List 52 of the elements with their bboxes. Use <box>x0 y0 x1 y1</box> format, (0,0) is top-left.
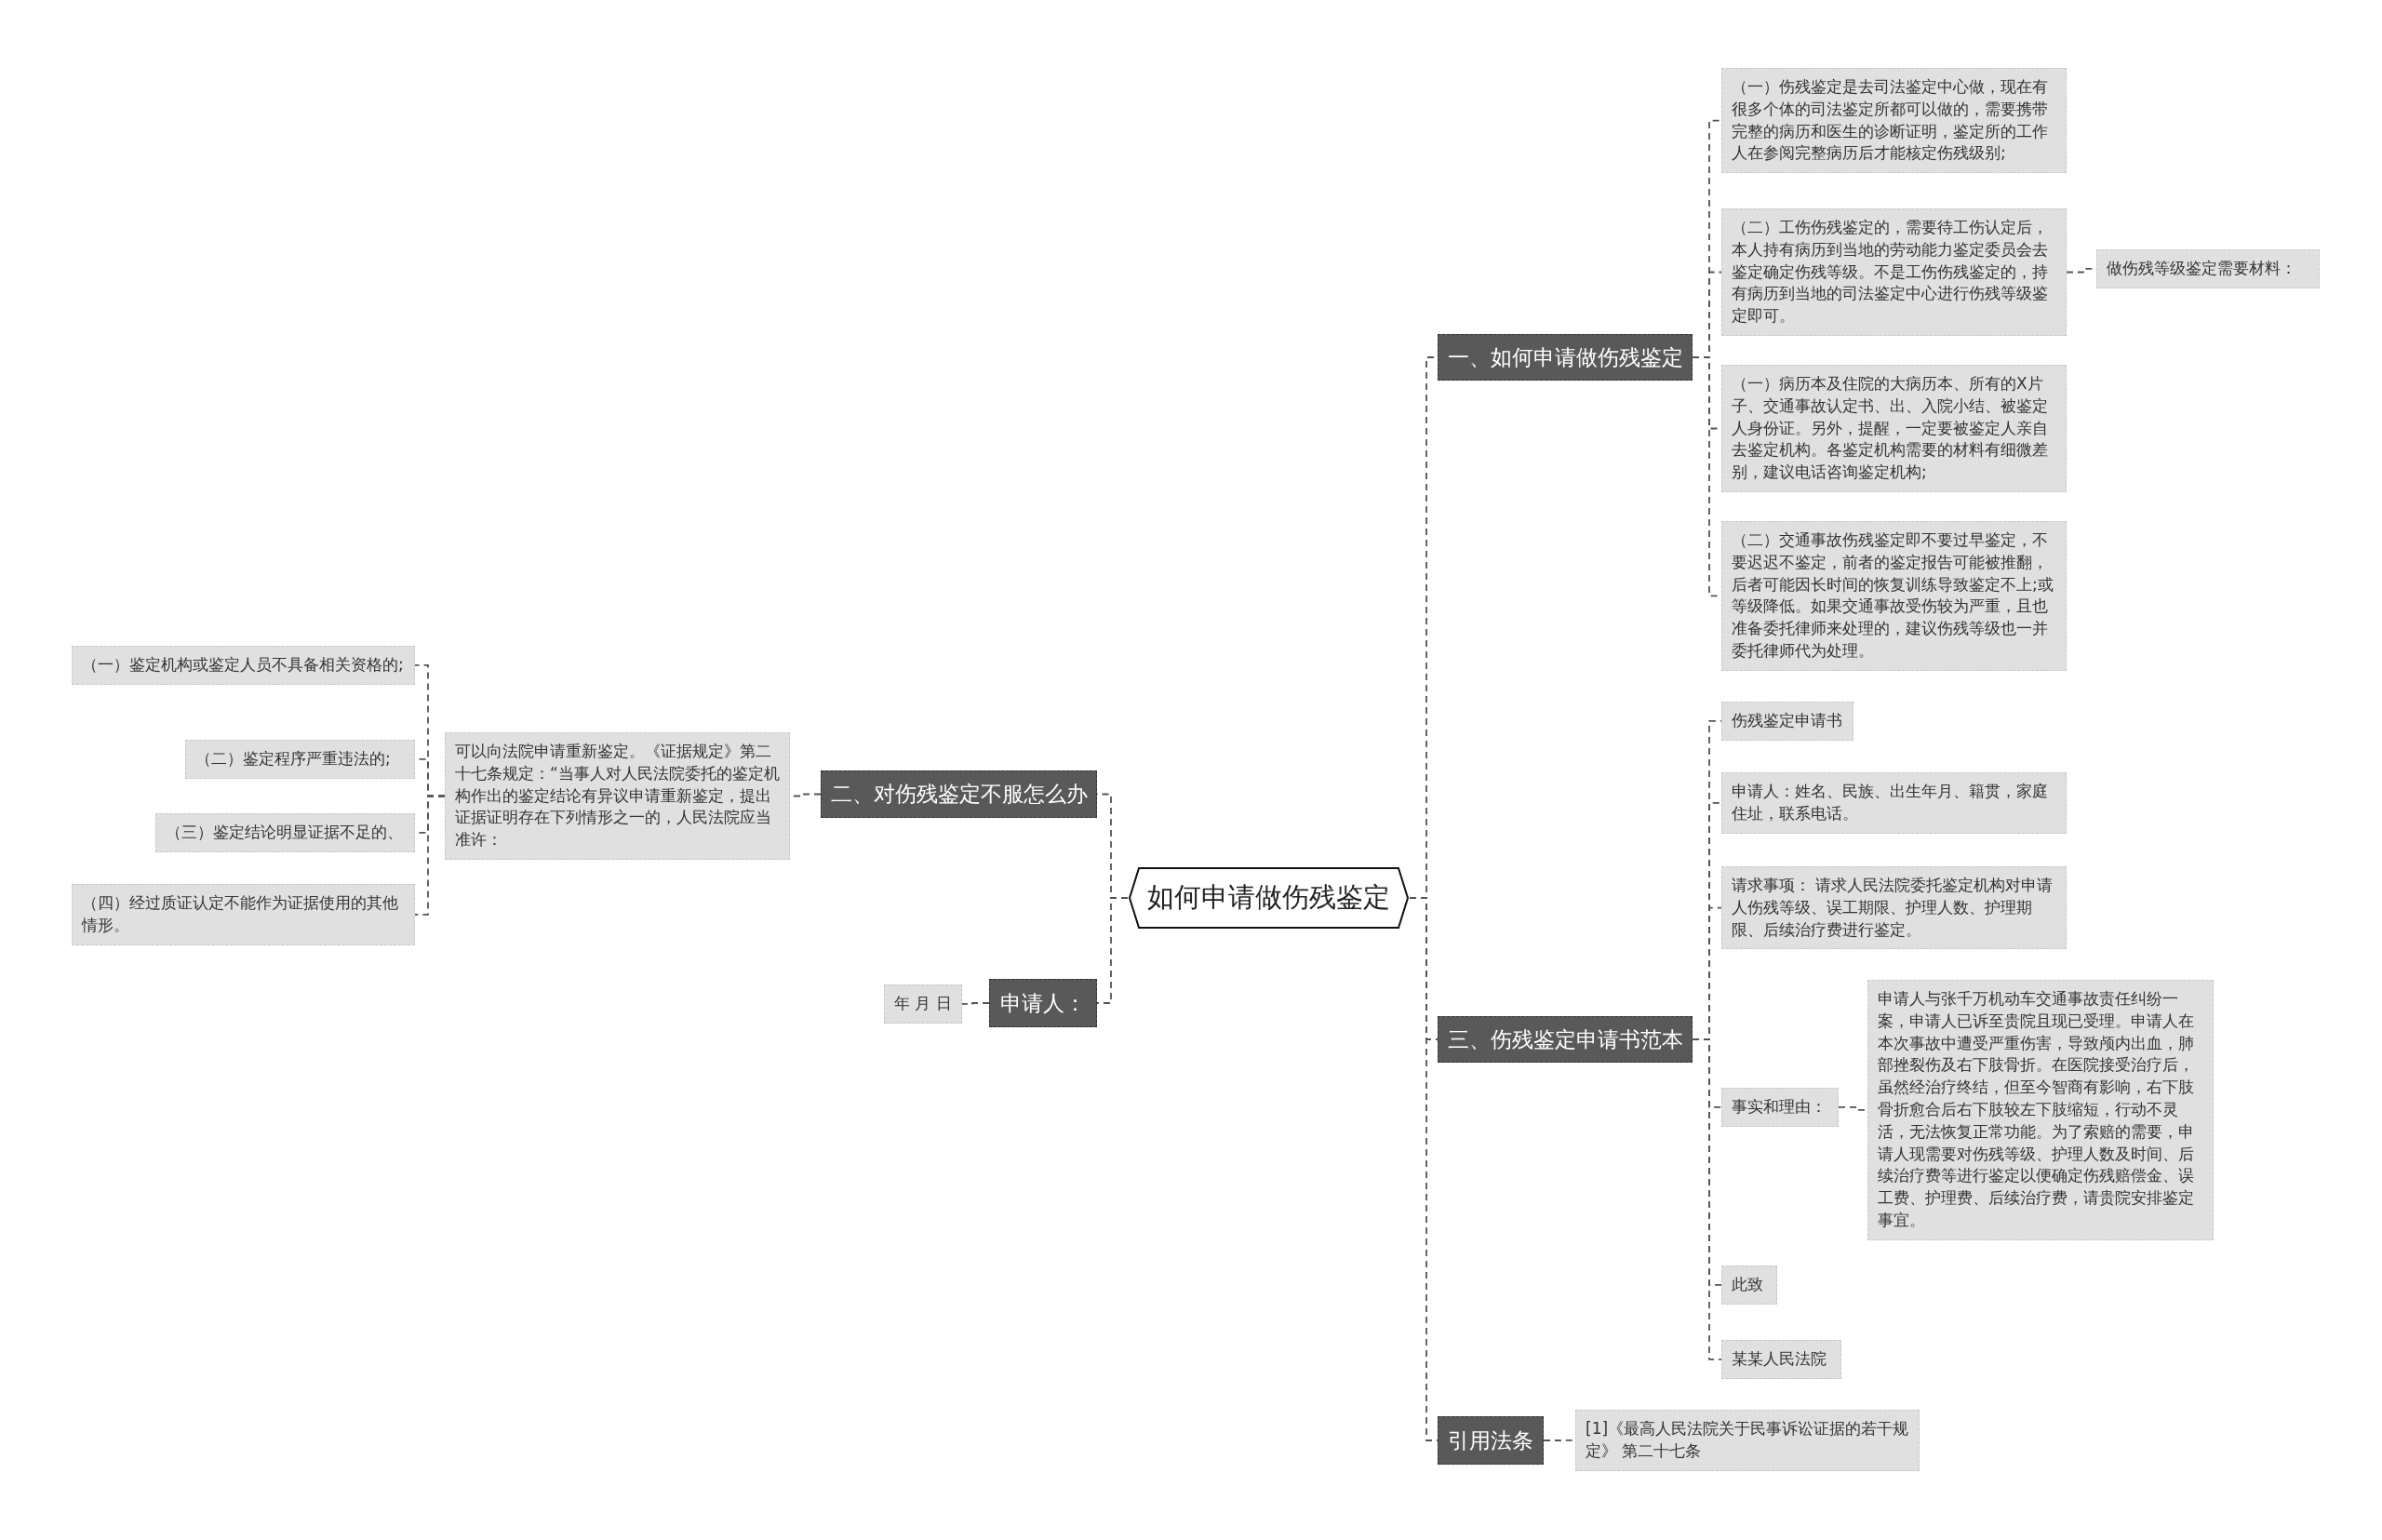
topic-text: 申请人：姓名、民族、出生年月、籍贯，家庭住址，联系电话。 <box>1732 781 2049 824</box>
topic-text: （一）伤残鉴定是去司法鉴定中心做，现在有很多个体的司法鉴定所都可以做的，需要携带完整的病历和医生的诊断证明，鉴定所的工作人在参阅完整病历后才能核定伤残级别; <box>1732 76 2049 165</box>
topic-text: 做伤残等级鉴定需要材料： <box>2107 258 2297 279</box>
topic-text: 伤残鉴定申请书 <box>1732 710 1843 731</box>
topic-text: 请求事项： 请求人民法院委托鉴定机构对申请人伤残等级、误工期限、护理人数、护理期限、后续治疗费进行鉴定。 <box>1732 875 2054 941</box>
topic-text: 申请人： <box>1000 989 1086 1017</box>
topic-card <box>1721 702 1853 741</box>
topic-card <box>72 646 415 685</box>
topic-text: （二）工伤伤残鉴定的，需要待工伤认定后，本人持有病历到当地的劳动能力鉴定委员会去鉴定确定伤残等级。不是工伤伤残鉴定的，持有病历到当地的司法鉴定中心进行伤残等级鉴定即可。 <box>1732 217 2049 328</box>
topic-text: 年 月 日 <box>894 993 952 1014</box>
topic-text: 如何申请做伤残鉴定 <box>1147 880 1390 915</box>
topic-text: 引用法条 <box>1448 1426 1533 1454</box>
topic-text: （三）鉴定结论明显证据不足的、 <box>166 822 404 843</box>
connector-line <box>961 1002 990 1005</box>
topic-text: 二、对伤残鉴定不服怎么办 <box>830 781 1088 808</box>
branch-topic <box>989 979 1097 1027</box>
topic-card <box>1721 68 2067 174</box>
topic-text: （一）病历本及住院的大病历本、所有的X片子、交通事故认定书、出、入院小结、被鉴定人身份证。另外，提醒，一定要被鉴定人亲自去鉴定机构。各鉴定机构需要的材料有细微差别，建议电话咨询鉴定机构; <box>1732 373 2049 484</box>
topic-card <box>155 813 415 852</box>
topic-text: 某某人民法院 <box>1732 1348 1827 1370</box>
topic-text: 一、如何申请做伤残鉴定 <box>1447 343 1683 371</box>
topic-card <box>185 740 415 779</box>
topic-card <box>1721 208 2067 336</box>
branch-topic <box>1438 1016 1693 1063</box>
branch-topic <box>1438 334 1693 381</box>
connector-line <box>414 795 446 916</box>
topic-card <box>1721 365 2067 492</box>
topic-text: 三、伤残鉴定申请书范本 <box>1447 1025 1683 1053</box>
branch-topic <box>821 770 1097 818</box>
connector-line <box>1096 897 1129 1004</box>
topic-card <box>1721 772 2067 834</box>
topic-text: （二）鉴定程序严重违法的; <box>195 748 392 770</box>
topic-card <box>884 984 962 1024</box>
topic-card <box>2096 249 2320 288</box>
topic-card <box>445 732 790 860</box>
topic-card <box>1721 1265 1777 1305</box>
topic-text: （一）鉴定机构或鉴定人员不具备相关资格的; <box>82 654 405 676</box>
topic-text: （四）经过质证认定不能作为证据使用的其他情形。 <box>82 892 399 936</box>
topic-text: 申请人与张千万机动车交通事故责任纠纷一案，申请人已诉至贵院且现已受理。申请人在本次事故中遭受严重伤害，导致颅内出血，肺部挫裂伤及右下肢骨折。在医院接受治疗后，虽然经治疗终结，但至今智商有影响，右下肢骨折愈合后右下肢较左下肢缩短，行动不灵活，无法恢复正常功能。为了索赔的需要，申请人现需要对伤残等级、护理人数及时间、后续治疗费等进行鉴定以便确定伤残赔偿金、误工费、护理费、后续治疗费，请贵院安排鉴定事宜。 <box>1878 988 2195 1231</box>
branch-topic <box>1438 1416 1544 1465</box>
topic-card <box>1721 866 2067 950</box>
topic-text: [1]《最高人民法院关于民事诉讼证据的若干规定》 第二十七条 <box>1586 1418 1909 1462</box>
topic-card <box>1721 521 2067 671</box>
topic-text: 事实和理由： <box>1732 1096 1827 1118</box>
topic-card <box>1721 1088 1839 1127</box>
topic-text: （二）交通事故伤残鉴定即不要过早鉴定，不要迟迟不鉴定，前者的鉴定报告可能被推翻，后者可能因长时间的恢复训练导致鉴定不上;或等级降低。如果交通事故受伤较为严重，且也准备委托律师来处理的，建议伤残等级也一并委托律师代为处理。 <box>1732 529 2054 662</box>
topic-card <box>1575 1410 1920 1471</box>
topic-text: 可以向法院申请重新鉴定。《证据规定》第二十七条规定：“当事人对人民法院委托的鉴定机构作出的鉴定结论有异议申请重新鉴定，提出证据证明存在下列情形之一的，人民法院应当准许： <box>455 741 780 851</box>
topic-card <box>1721 1340 1841 1379</box>
central-topic <box>1128 866 1410 930</box>
topic-card <box>72 884 415 945</box>
topic-text: 此致 <box>1732 1274 1764 1295</box>
